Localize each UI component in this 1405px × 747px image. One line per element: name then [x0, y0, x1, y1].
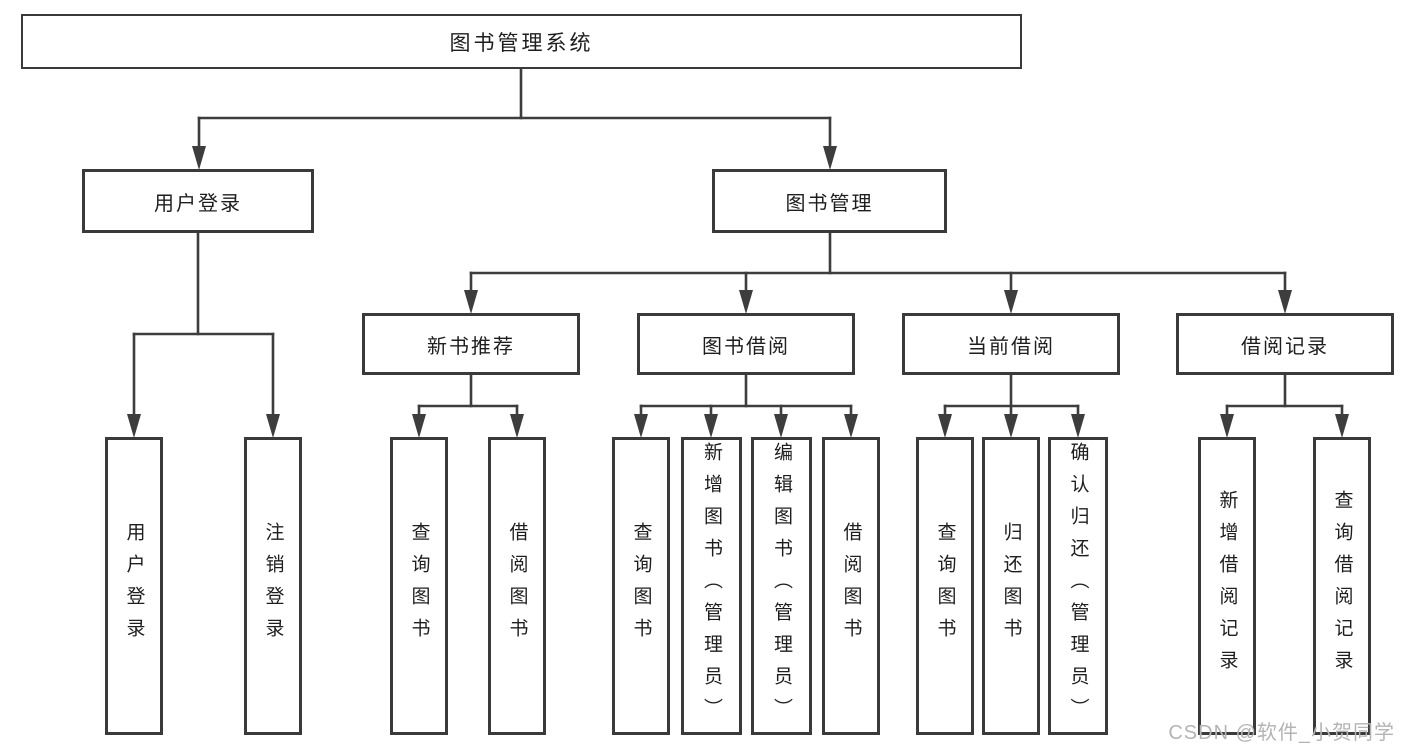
- leaf-add-borrow-record: 新增借阅记录: [1198, 437, 1256, 735]
- node-library-system: 图书管理系统: [21, 14, 1022, 69]
- leaf-query-books-current: 查询图书: [916, 437, 974, 735]
- leaf-query-books-recommend: 查询图书: [390, 437, 448, 735]
- node-book-borrow: 图书借阅: [637, 313, 855, 375]
- leaf-edit-book-admin-label: 编辑图书（管理员）: [771, 442, 792, 730]
- leaf-borrow-books-recommend: 借阅图书: [488, 437, 546, 735]
- leaf-borrow-books-recommend-label: 借阅图书: [506, 522, 528, 650]
- leaf-query-borrow-record: 查询借阅记录: [1313, 437, 1371, 735]
- leaf-query-books-borrow-label: 查询图书: [630, 522, 652, 650]
- node-user-login-label: 用户登录: [154, 192, 242, 215]
- leaf-logout-login: 注销登录: [244, 437, 302, 735]
- leaf-return-book-label: 归还图书: [1000, 522, 1022, 650]
- node-book-management: 图书管理: [712, 169, 947, 233]
- node-current-borrow: 当前借阅: [902, 313, 1120, 375]
- node-book-management-label: 图书管理: [785, 192, 874, 215]
- leaf-return-book: 归还图书: [982, 437, 1040, 735]
- watermark-text: CSDN @软件_小贺同学: [1168, 722, 1395, 744]
- leaf-logout-login-label: 注销登录: [262, 522, 284, 650]
- leaf-query-books-recommend-label: 查询图书: [408, 522, 430, 650]
- node-new-book-recommend: 新书推荐: [362, 313, 580, 375]
- leaf-query-books-current-label: 查询图书: [934, 522, 956, 650]
- node-new-book-recommend-label: 新书推荐: [427, 335, 515, 358]
- node-borrow-records: 借阅记录: [1176, 313, 1394, 375]
- leaf-query-books-borrow: 查询图书: [612, 437, 670, 735]
- leaf-user-login-label: 用户登录: [123, 522, 145, 650]
- node-user-login: 用户登录: [82, 169, 314, 233]
- leaf-confirm-return-admin: 确认归还（管理员）: [1048, 437, 1108, 735]
- node-current-borrow-label: 当前借阅: [967, 335, 1055, 358]
- node-library-system-label: 图书管理系统: [449, 31, 594, 55]
- leaf-query-borrow-record-label: 查询借阅记录: [1331, 490, 1353, 682]
- leaf-borrow-books-borrow: 借阅图书: [822, 437, 880, 735]
- leaf-add-book-admin-label: 新增图书（管理员）: [701, 442, 722, 730]
- leaf-borrow-books-borrow-label: 借阅图书: [840, 522, 862, 650]
- leaf-add-book-admin: 新增图书（管理员）: [681, 437, 742, 735]
- node-book-borrow-label: 图书借阅: [702, 335, 790, 358]
- leaf-edit-book-admin: 编辑图书（管理员）: [751, 437, 812, 735]
- node-borrow-records-label: 借阅记录: [1241, 335, 1329, 358]
- leaf-user-login: 用户登录: [105, 437, 163, 735]
- leaf-confirm-return-admin-label: 确认归还（管理员）: [1067, 442, 1089, 730]
- leaf-add-borrow-record-label: 新增借阅记录: [1216, 490, 1238, 682]
